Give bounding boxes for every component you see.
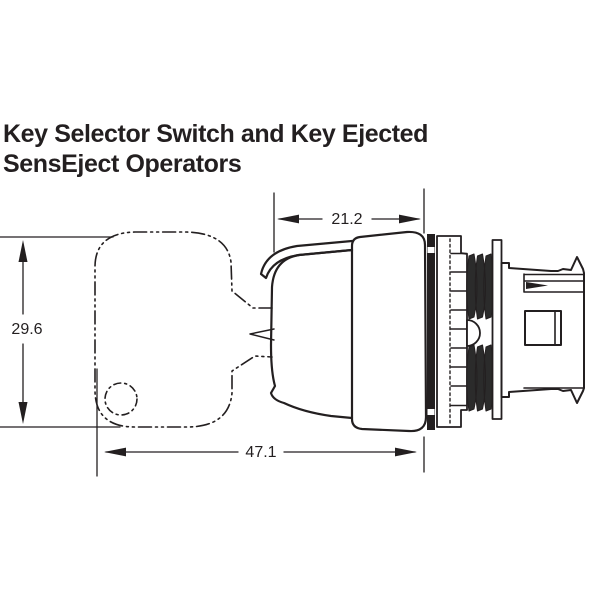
- gasket-slit: [427, 247, 435, 253]
- knob-back-disc: [350, 230, 428, 433]
- dimension-knob-depth: 21.2: [273, 188, 425, 253]
- arrowhead-down-icon: [18, 402, 28, 424]
- dimension-key-height: 29.6: [0, 236, 121, 428]
- gasket: [427, 234, 435, 430]
- selector-knob: [259, 230, 428, 433]
- bezel-outline: [436, 235, 468, 428]
- key: [94, 231, 275, 428]
- arrowhead-right-icon: [399, 214, 421, 224]
- bezel-segments: [450, 252, 468, 407]
- arrowhead-right-icon: [395, 447, 417, 457]
- mounting-flange: [491, 239, 503, 420]
- thread-group-bottom: [466, 344, 495, 412]
- arrowhead-left-icon: [277, 214, 299, 224]
- gasket-slit: [427, 409, 435, 415]
- keyring-hole: [104, 382, 138, 416]
- arrowhead-up-icon: [18, 240, 28, 262]
- key-blade: [249, 328, 275, 341]
- knob-front-cap: [269, 248, 354, 420]
- mounting-threads: [466, 253, 495, 412]
- page-title: Key Selector Switch and Key Ejected Sens…: [3, 119, 428, 179]
- key-outline: [94, 231, 273, 428]
- dim-label-knob-depth: 21.2: [331, 211, 362, 228]
- thread-group-top: [466, 253, 495, 320]
- dimension-overall-length: 47.1: [96, 368, 425, 477]
- bezel-ring: [436, 235, 468, 428]
- dim-label-key-height: 29.6: [11, 321, 42, 338]
- anti-rotation-nub: [466, 319, 481, 347]
- page-title-line1: Key Selector Switch and Key Ejected: [3, 120, 429, 148]
- page-title-line2: SensEject Operators: [3, 150, 242, 178]
- housing-arrow-mark-icon: [526, 282, 548, 289]
- rear-housing: [500, 256, 585, 404]
- drawing-root: 29.6 21.2 47.1: [0, 188, 585, 477]
- housing-bands: [523, 273, 585, 389]
- dim-label-overall-length: 47.1: [245, 444, 276, 461]
- arrowhead-left-icon: [104, 447, 126, 457]
- gasket-strip: [427, 234, 435, 430]
